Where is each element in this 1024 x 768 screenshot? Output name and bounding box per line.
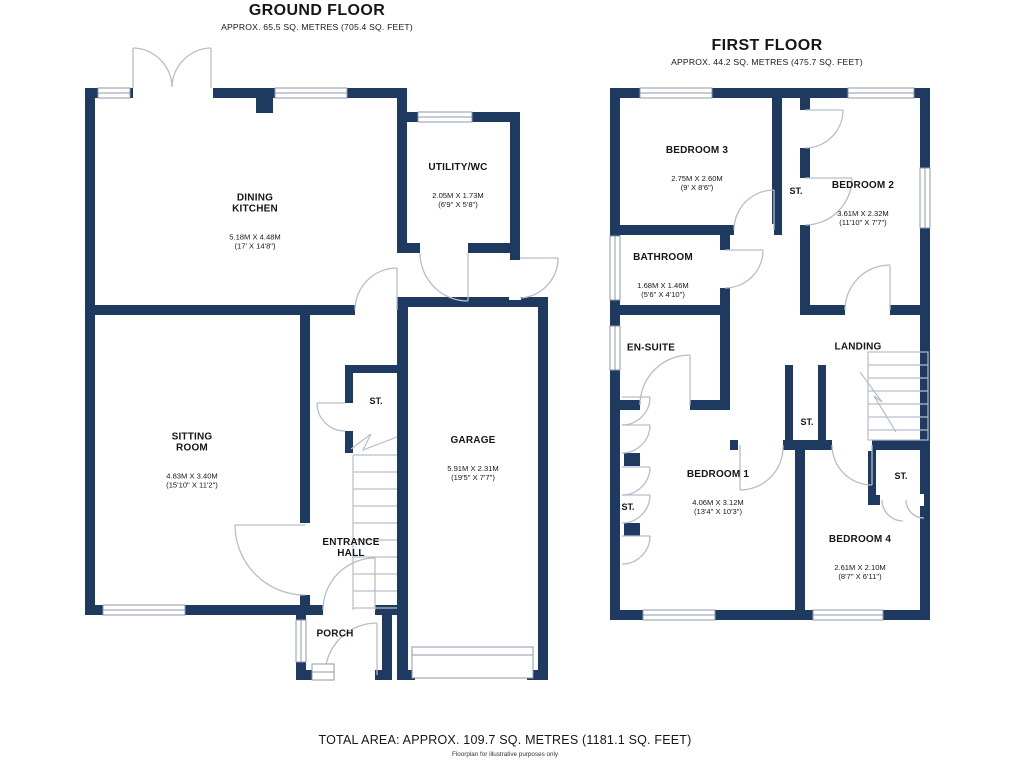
window (274, 87, 348, 99)
ground-floor-wall-openings (133, 87, 521, 681)
ground-floor-subtitle: APPROX. 65.5 SQ. METRES (705.4 SQ. FEET) (221, 22, 413, 32)
ground-floor-walls (85, 88, 548, 680)
room-name: BEDROOM 3 (665, 144, 729, 156)
door-arc (621, 424, 651, 454)
room-label-garage: GARAGE 5.91M X 2.31M (19'5" X 7'7") (447, 417, 499, 501)
door-arc (171, 47, 212, 88)
first-floor-doors (621, 109, 925, 565)
first-floor-subtitle: APPROX. 44.2 SQ. METRES (475.7 SQ. FEET) (671, 57, 863, 67)
door-arc (639, 354, 691, 406)
first-floor-windows (609, 87, 931, 621)
room-dims: 2.75M X 2.60M (9' X 8'6") (671, 174, 723, 193)
room-label-en-suite: EN-SUITE (627, 324, 675, 371)
room-name: GARAGE (450, 434, 496, 446)
first-floor-title-block: FIRST FLOOR APPROX. 44.2 SQ. METRES (475… (671, 37, 863, 67)
room-name: UTILITY/WC (428, 161, 488, 173)
room-name: BATHROOM (633, 251, 693, 263)
total-area-text: TOTAL AREA: APPROX. 109.7 SQ. METRES (11… (318, 733, 692, 747)
room-label-sitting-room: SITTING ROOM 4.83M X 3.40M (15'10" X 11'… (166, 413, 218, 508)
room-label-entrance-hall: ENTRANCE HALL (322, 519, 379, 577)
first-floor-stairs (859, 351, 929, 441)
door-arc (322, 557, 376, 611)
door-arc (621, 494, 651, 524)
door-arc (419, 252, 469, 302)
room-dims: 2.61M X 2.10M (8'7" X 6'11") (834, 563, 886, 582)
window (97, 87, 131, 99)
room-dims: 1.68M X 1.46M (5'6" X 4'10") (637, 281, 689, 300)
room-name: EN-SUITE (626, 342, 676, 354)
room-label-bedroom-2: BEDROOM 2 3.61M X 2.32M (11'10" X 7'7") (832, 162, 894, 246)
room-dims: 4.06M X 3.12M (13'4" X 10'3") (692, 498, 744, 517)
first-floor-wall-openings (640, 110, 924, 506)
door-arc (881, 499, 904, 522)
room-dims: 3.61M X 2.32M (11'10" X 7'7") (837, 209, 889, 228)
window (812, 609, 884, 621)
room-dims: 2.05M X 1.73M (6'9" X 5'8") (432, 191, 484, 210)
stair-break-line (350, 433, 398, 452)
door-arc (739, 444, 784, 491)
door-arc (621, 535, 651, 565)
ground-floor-plan (85, 47, 559, 681)
room-name: LANDING (834, 341, 882, 353)
door-arc (132, 47, 173, 88)
ground-floor-windows (97, 87, 473, 663)
door-arc (733, 189, 775, 231)
door-arc (354, 267, 398, 311)
store-label: ST. (369, 396, 383, 406)
window (847, 87, 915, 99)
room-label-bedroom-1: BEDROOM 1 4.06M X 3.12M (13'4" X 10'3") (687, 451, 749, 535)
door-arc (804, 109, 844, 149)
ground-floor-stairs (350, 433, 398, 610)
room-label-porch: PORCH (316, 610, 353, 657)
room-label-bedroom-3: BEDROOM 3 2.75M X 2.60M (9' X 8'6") (666, 127, 728, 211)
window (295, 619, 307, 663)
door-arc (804, 177, 853, 226)
room-name: BEDROOM 4 (828, 533, 892, 545)
room-name: PORCH (316, 628, 354, 640)
garage-door (411, 646, 534, 679)
room-label-landing: LANDING (835, 323, 882, 370)
door-arc (519, 257, 559, 299)
store-label: ST. (621, 502, 635, 512)
room-label-utility-wc: UTILITY/WC 2.05M X 1.73M (6'9" X 5'8") (428, 144, 487, 228)
stair-break-line (859, 371, 897, 433)
door-arc (844, 264, 891, 311)
window (102, 604, 186, 616)
room-name: BEDROOM 2 (831, 179, 895, 191)
ground-floor-doors (132, 47, 559, 676)
window (609, 235, 621, 301)
room-dims: 5.91M X 2.31M (19'5" X 7'7") (447, 464, 499, 483)
window (609, 325, 621, 371)
window (919, 167, 931, 229)
window (639, 87, 713, 99)
footer-block: TOTAL AREA: APPROX. 109.7 SQ. METRES (11… (319, 733, 692, 758)
door-arc (234, 524, 306, 596)
room-dims: 5.18M X 4.48M (17' X 14'8") (229, 232, 281, 251)
porch-step (311, 663, 335, 681)
door-arc (905, 499, 925, 519)
store-label: ST. (789, 186, 803, 196)
ground-floor-title: GROUND FLOOR (248, 2, 386, 19)
door-arc (316, 402, 346, 432)
room-name: BEDROOM 1 (686, 468, 750, 480)
door-arc (724, 249, 764, 289)
room-label-bedroom-4: BEDROOM 4 2.61M X 2.10M (8'7" X 6'11") (829, 516, 891, 600)
room-label-bathroom: BATHROOM 1.68M X 1.46M (5'6" X 4'10") (633, 234, 693, 318)
store-label: ST. (800, 417, 814, 427)
disclaimer-text: Floorplan for illustrative purposes only (451, 751, 559, 758)
window (642, 609, 716, 621)
door-arc (831, 444, 873, 486)
store-label: ST. (894, 471, 908, 481)
first-floor-plan (609, 87, 931, 621)
window (417, 111, 473, 123)
room-name: ENTRANCE HALL (322, 536, 380, 559)
room-name: SITTING ROOM (171, 431, 213, 454)
room-label-dining-kitchen: DINING KITCHEN 5.18M X 4.48M (17' X 14'8… (229, 174, 281, 269)
room-dims: 4.83M X 3.40M (15'10" X 11'2") (166, 471, 218, 490)
first-floor-title: FIRST FLOOR (711, 37, 823, 54)
ground-floor-title-block: GROUND FLOOR APPROX. 65.5 SQ. METRES (70… (221, 2, 413, 32)
room-name: DINING KITCHEN (232, 192, 278, 215)
